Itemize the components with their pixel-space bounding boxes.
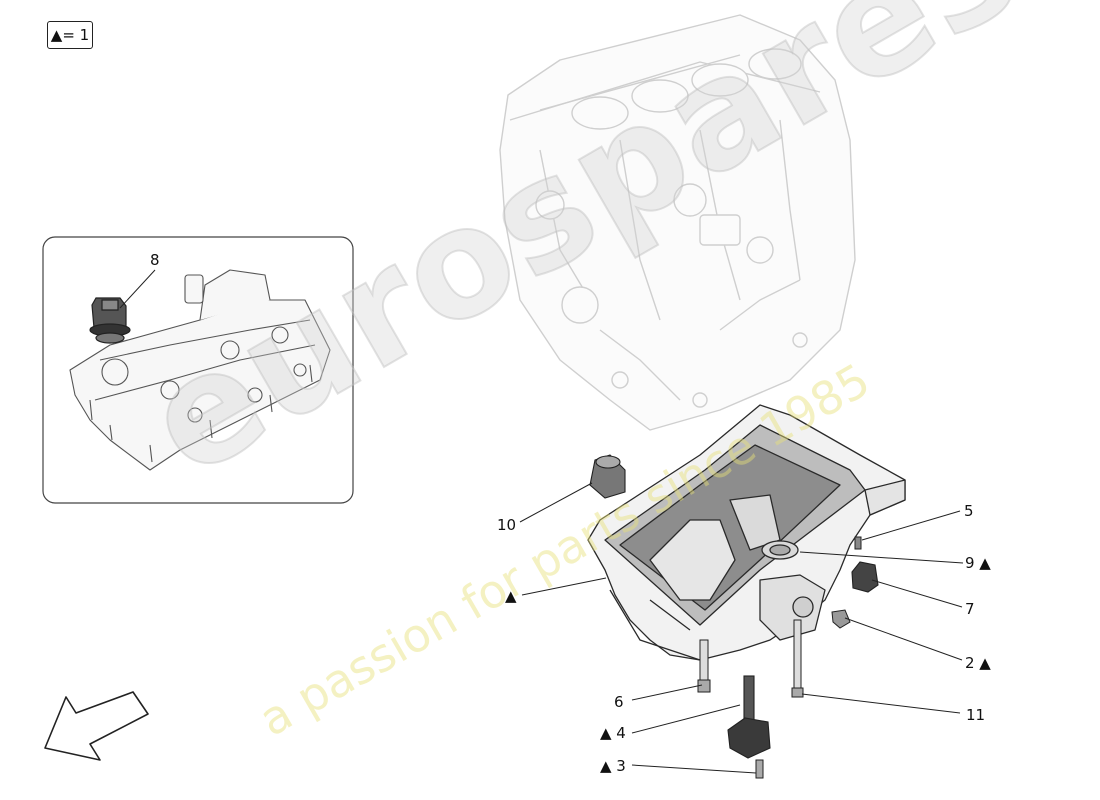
- valve-cover: [69, 269, 331, 471]
- part-5-bolt: [854, 536, 862, 550]
- leader-lines: [519, 482, 964, 774]
- leader-line-10: [519, 482, 593, 523]
- callout-5: 5: [964, 502, 974, 520]
- part-7-plug: [851, 561, 879, 593]
- callout-4: ▲ 4: [600, 724, 626, 742]
- leader-line-7: [871, 579, 963, 608]
- leader-line-6: [631, 684, 703, 701]
- leader-line-8: [119, 269, 156, 309]
- engine-block: [499, 14, 856, 431]
- callout-11: 11: [966, 706, 986, 724]
- oil-pan: [587, 404, 906, 661]
- part-4-oil-level-sensor: [727, 675, 771, 759]
- legend-box: ▲= 1: [47, 21, 93, 49]
- callout-3: ▲ 3: [600, 757, 626, 775]
- leader-line-3: [631, 764, 757, 774]
- callout-9: 9 ▲: [965, 554, 991, 572]
- leader-line-pan: [521, 577, 607, 596]
- callout-2: 2 ▲: [965, 654, 991, 672]
- arrow-down-left-icon: [44, 691, 149, 761]
- leader-line-11: [801, 693, 961, 714]
- leader-line-9: [799, 551, 964, 564]
- part-3-screw: [755, 759, 764, 779]
- part-11-long-bolt: [791, 619, 804, 698]
- leader-line-5: [861, 510, 961, 541]
- callout-pan: ▲: [505, 587, 517, 605]
- leader-line-4: [631, 704, 741, 734]
- callout-10: 10: [497, 516, 517, 534]
- callout-8: 8: [150, 251, 160, 269]
- inset-panel: [42, 236, 354, 504]
- oil-filler-cap: [89, 297, 131, 344]
- part-6-bolt: [697, 639, 711, 693]
- callout-6: 6: [614, 693, 624, 711]
- leader-line-2: [844, 617, 963, 661]
- part-2-drain-plug: [831, 609, 851, 629]
- part-10-oil-pump-pickup: [589, 454, 626, 499]
- callout-7: 7: [965, 600, 975, 618]
